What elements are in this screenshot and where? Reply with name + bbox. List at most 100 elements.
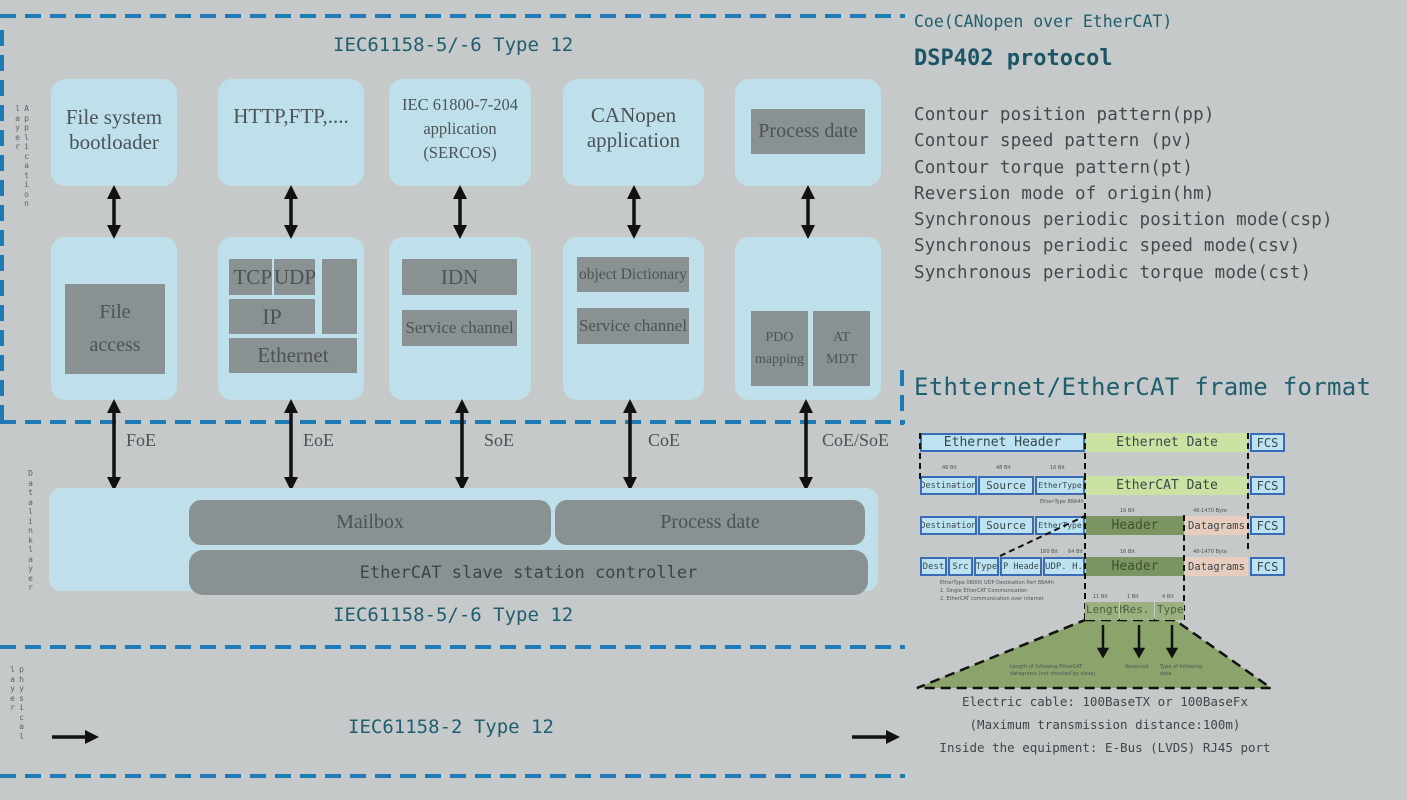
physical-layer-bottom-border <box>0 774 905 778</box>
app-box-canopen: CANopen application <box>563 79 704 186</box>
bit-label: 16 Bit <box>1050 465 1065 471</box>
bit-label: 48 Bit <box>942 465 957 471</box>
udp-note-line: EtherType 0800h UDP Destination Port 88A… <box>940 580 1055 586</box>
mode-item: Contour torque pattern(pt) <box>914 157 1194 178</box>
field-desc-type: Type of following data <box>1160 664 1202 677</box>
frame-ethernet-header: Ethernet Header <box>920 433 1085 452</box>
bit-label: 48-1470 Byte <box>1193 549 1227 555</box>
frame-datagrams: Datagrams <box>1185 557 1248 576</box>
ethertype-note: Ether-Type 88A4h <box>1040 499 1084 505</box>
coe-title: Coe(CANopen over EtherCAT) <box>914 12 1173 31</box>
arrows-layer <box>52 185 900 744</box>
physical-standard-label: IEC61158-2 Type 12 <box>348 716 554 738</box>
cable-note-line: Inside the equipment: E-Bus (LVDS) RJ45 … <box>939 740 1271 755</box>
mode-item: Reversion mode of origin(hm) <box>914 183 1215 204</box>
app-box-line: File system <box>65 105 163 129</box>
udp-note-line: 2. EtherCAT communication over internet <box>940 596 1044 602</box>
application-layer-top-border <box>0 14 905 18</box>
mode-item: Synchronous periodic position mode(csp) <box>914 210 1333 231</box>
data-link-standard-label: IEC61158-5/-6 Type 12 <box>333 604 574 626</box>
bit-label: 16 Bit <box>1120 549 1135 555</box>
frame-type: Type <box>974 557 999 576</box>
mode-item: Contour speed pattern (pv) <box>914 131 1194 152</box>
frame-dest: Dest <box>920 557 947 576</box>
mode-item: Synchronous periodic speed mode(csv) <box>914 236 1301 257</box>
frame-ethertype: EtherType <box>1035 476 1085 495</box>
udp-block: UDP <box>274 259 316 295</box>
frame-src: Src <box>948 557 973 576</box>
frame-source: Source <box>978 516 1034 535</box>
protocol-label-coe-soe: CoE/SoE <box>822 430 890 450</box>
tcp-block: TCP <box>229 259 272 295</box>
frame-ip-header: IP Header <box>1000 557 1042 576</box>
service-box-coe: object Dictionary Service channel <box>563 237 704 400</box>
frame-ethernet-data: Ethernet Date <box>1086 433 1248 452</box>
app-box-line: bootloader <box>69 130 159 154</box>
frame-source: Source <box>978 476 1034 495</box>
application-layer-bottom-border <box>0 420 905 424</box>
field-desc-length: Length of following EtherCAT datagrams (… <box>1010 664 1096 677</box>
operating-modes-list: Contour position pattern(pp) Contour spe… <box>914 102 1333 286</box>
service-box-soe: IDN Service channel <box>389 237 531 400</box>
ip-block: IP <box>229 299 315 334</box>
app-box-line: application <box>423 119 497 138</box>
mode-item: Synchronous periodic torque mode(cst) <box>914 262 1312 283</box>
protocol-label-soe: SoE <box>484 430 515 450</box>
protocol-label-coe: CoE <box>648 430 681 450</box>
application-standard-label: IEC61158-5/-6 Type 12 <box>333 34 574 56</box>
service-box-foe: File access <box>51 237 177 400</box>
app-box-line: application <box>586 128 681 152</box>
app-box-http-ftp: HTTP,FTP,.... <box>218 79 364 186</box>
dsp402-title: DSP402 protocol <box>914 46 1113 71</box>
bit-label: 64 Bit <box>1068 549 1083 555</box>
file-access-block: File access <box>65 284 165 374</box>
service-box-pdo: PDO mapping AT MDT <box>735 237 881 400</box>
cable-notes: Electric cable: 100BaseTX or 100BaseFx (… <box>920 690 1290 759</box>
app-box-file-system: File system bootloader <box>51 79 177 186</box>
header-field-type: Type <box>1157 603 1184 616</box>
cable-note-line: Electric cable: 100BaseTX or 100BaseFx <box>962 694 1248 709</box>
object-dictionary-block: object Dictionary <box>577 257 689 292</box>
mailbox-block: Mailbox <box>189 500 551 545</box>
at-mdt-block: AT MDT <box>813 311 870 386</box>
process-data-block: Process date <box>751 109 865 154</box>
frame-datagrams: Datagrams <box>1185 516 1248 535</box>
frame-ethercat-header: Header <box>1086 557 1184 576</box>
application-layer-left-border <box>0 30 4 425</box>
frame-destination: Destination <box>920 516 977 535</box>
service-box-eoe: TCP UDP IP Ethernet <box>218 237 364 400</box>
app-box-line: (SERCOS) <box>423 143 497 162</box>
bit-label: 1 Bit <box>1127 594 1139 600</box>
bit-label: 4 Bit <box>1162 594 1174 600</box>
physical-layer-top-border <box>0 645 905 649</box>
blank-block <box>322 259 357 334</box>
field-desc-reserved: Reserved <box>1125 664 1149 670</box>
header-field-length: Length <box>1086 603 1126 616</box>
app-box-process-data: Process date <box>735 79 881 186</box>
bit-label: 48 Bit <box>996 465 1011 471</box>
bit-label: 16 Bit <box>1120 508 1135 514</box>
dll-process-data-block: Process date <box>555 500 865 545</box>
frame-fcs: FCS <box>1250 557 1285 576</box>
frame-ethercat-data: EtherCAT Date <box>1086 476 1248 495</box>
app-box-sercos: IEC 61800-7-204 application (SERCOS) <box>389 79 531 186</box>
header-field-res: Res. <box>1123 603 1150 616</box>
protocol-label-eoe: EoE <box>303 430 334 450</box>
protocol-label-foe: FoE <box>126 430 157 450</box>
frame-destination: Destination <box>920 476 977 495</box>
app-box-line: CANopen <box>590 103 677 127</box>
bit-label: 11 Bit <box>1093 594 1108 600</box>
bit-label: 48-1470 Byte <box>1193 508 1227 514</box>
soe-service-channel-block: Service channel <box>402 310 517 346</box>
app-box-line: IEC 61800-7-204 <box>402 95 518 114</box>
bit-label: 160 Bit <box>1040 549 1058 555</box>
ethernet-block: Ethernet <box>229 338 357 373</box>
slave-controller-block: EtherCAT slave station controller <box>189 550 868 595</box>
